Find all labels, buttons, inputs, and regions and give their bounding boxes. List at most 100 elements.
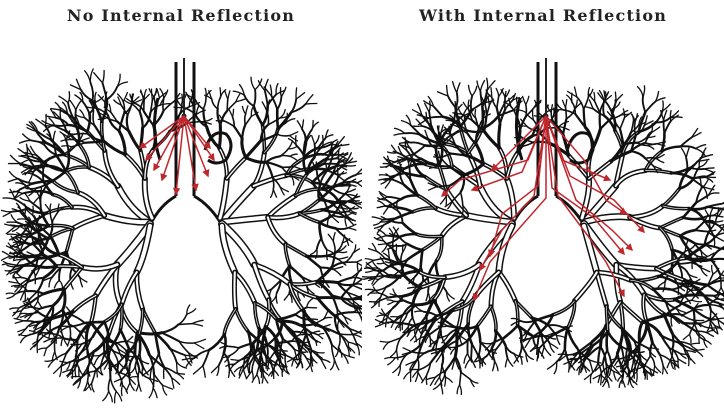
airway-wall bbox=[681, 137, 692, 146]
airway-wall bbox=[174, 107, 183, 108]
airway-wall bbox=[521, 321, 535, 322]
airway-wall bbox=[365, 259, 374, 261]
airway-wall bbox=[290, 132, 298, 136]
airway-wall bbox=[246, 106, 248, 114]
airway-wall bbox=[302, 120, 303, 129]
panel-no-internal-reflection: No Internal Reflection bbox=[0, 0, 362, 410]
airway-wall bbox=[690, 343, 699, 344]
airway-wall bbox=[394, 133, 405, 135]
airway-wall bbox=[683, 315, 695, 320]
airway-wall bbox=[446, 377, 453, 382]
airway-wall bbox=[85, 71, 91, 83]
airway-wall bbox=[242, 106, 245, 114]
airway-wall bbox=[643, 86, 645, 97]
airway-wall bbox=[254, 106, 263, 125]
airway-wall bbox=[697, 256, 705, 257]
airway-lumen bbox=[143, 310, 155, 333]
airway-wall bbox=[78, 193, 105, 216]
airway-wall bbox=[54, 366, 61, 373]
airway-wall bbox=[74, 134, 88, 135]
airway-wall bbox=[365, 289, 374, 290]
airway-wall bbox=[139, 310, 143, 336]
airway-wall bbox=[10, 172, 19, 179]
airway-wall bbox=[129, 377, 138, 378]
airway-wall bbox=[257, 375, 260, 384]
airway-wall bbox=[154, 98, 160, 160]
airway-wall bbox=[129, 132, 140, 151]
airway-wall bbox=[90, 69, 93, 82]
airway-wall bbox=[461, 193, 463, 206]
airway-wall bbox=[266, 156, 280, 162]
airway-wall bbox=[433, 106, 443, 117]
airway-wall bbox=[37, 266, 57, 267]
airway-wall bbox=[53, 125, 68, 126]
airway-wall bbox=[471, 344, 472, 359]
airway-wall bbox=[472, 86, 477, 96]
airway-wall bbox=[480, 81, 484, 92]
airway-wall bbox=[388, 250, 389, 258]
airway-wall bbox=[286, 355, 295, 359]
airway-lumen bbox=[285, 244, 306, 256]
airway-wall bbox=[194, 339, 205, 343]
airway-wall bbox=[8, 179, 18, 182]
airway-wall bbox=[637, 372, 638, 382]
airway-wall bbox=[52, 212, 57, 221]
airway-wall bbox=[25, 291, 26, 300]
airway-wall bbox=[472, 344, 479, 357]
airway-wall bbox=[228, 91, 230, 100]
airway-wall bbox=[341, 298, 359, 299]
airway-wall bbox=[460, 372, 461, 385]
airway-wall bbox=[10, 256, 22, 257]
airway-wall bbox=[50, 204, 51, 211]
airway-wall bbox=[469, 85, 473, 95]
airway-wall bbox=[242, 139, 246, 158]
airway-wall bbox=[94, 356, 100, 365]
airway-wall bbox=[712, 265, 713, 274]
airway-wall bbox=[52, 352, 54, 360]
airway-wall bbox=[718, 278, 724, 279]
airway-wall bbox=[108, 378, 110, 392]
airway-wall bbox=[277, 134, 290, 136]
airway-wall bbox=[411, 335, 416, 341]
airway-wall bbox=[584, 109, 586, 127]
airway-wall bbox=[8, 234, 19, 235]
airway-wall bbox=[318, 335, 323, 339]
airway-wall bbox=[563, 100, 566, 107]
airway-wall bbox=[339, 334, 341, 347]
airway-wall bbox=[404, 371, 411, 378]
bronchial-tree-icon bbox=[362, 62, 724, 395]
airway-wall bbox=[30, 255, 43, 256]
airway-wall bbox=[388, 296, 403, 298]
airway-wall bbox=[385, 357, 395, 358]
airway-wall bbox=[179, 341, 194, 343]
fiber-probe-icon bbox=[544, 58, 549, 119]
airway-wall bbox=[218, 97, 221, 109]
airway-wall bbox=[484, 116, 486, 131]
airway-wall bbox=[372, 217, 382, 220]
airway-wall bbox=[690, 335, 692, 343]
airway-wall bbox=[455, 357, 461, 373]
airway-wall bbox=[645, 102, 655, 113]
airway-wall bbox=[20, 140, 32, 143]
airway-lumen bbox=[227, 158, 246, 179]
airway-wall bbox=[683, 218, 701, 220]
airway-wall bbox=[645, 143, 657, 144]
airway-wall bbox=[316, 352, 324, 353]
airway-wall bbox=[263, 375, 268, 383]
main-bronchus-right bbox=[194, 196, 222, 225]
airway-wall bbox=[88, 358, 89, 369]
airway-wall bbox=[678, 359, 686, 364]
airway-wall bbox=[491, 306, 496, 330]
airway-wall bbox=[273, 189, 276, 197]
airway-wall bbox=[348, 228, 356, 230]
airway-wall bbox=[225, 91, 228, 99]
airway-wall bbox=[194, 343, 204, 349]
airway-wall bbox=[568, 328, 577, 348]
airway-wall bbox=[307, 299, 313, 308]
airway-wall bbox=[687, 162, 697, 172]
airway-wall bbox=[328, 234, 333, 241]
airway-wall bbox=[407, 244, 422, 250]
airway-wall bbox=[316, 162, 317, 171]
airway-wall bbox=[45, 205, 50, 212]
airway-wall bbox=[38, 301, 42, 307]
